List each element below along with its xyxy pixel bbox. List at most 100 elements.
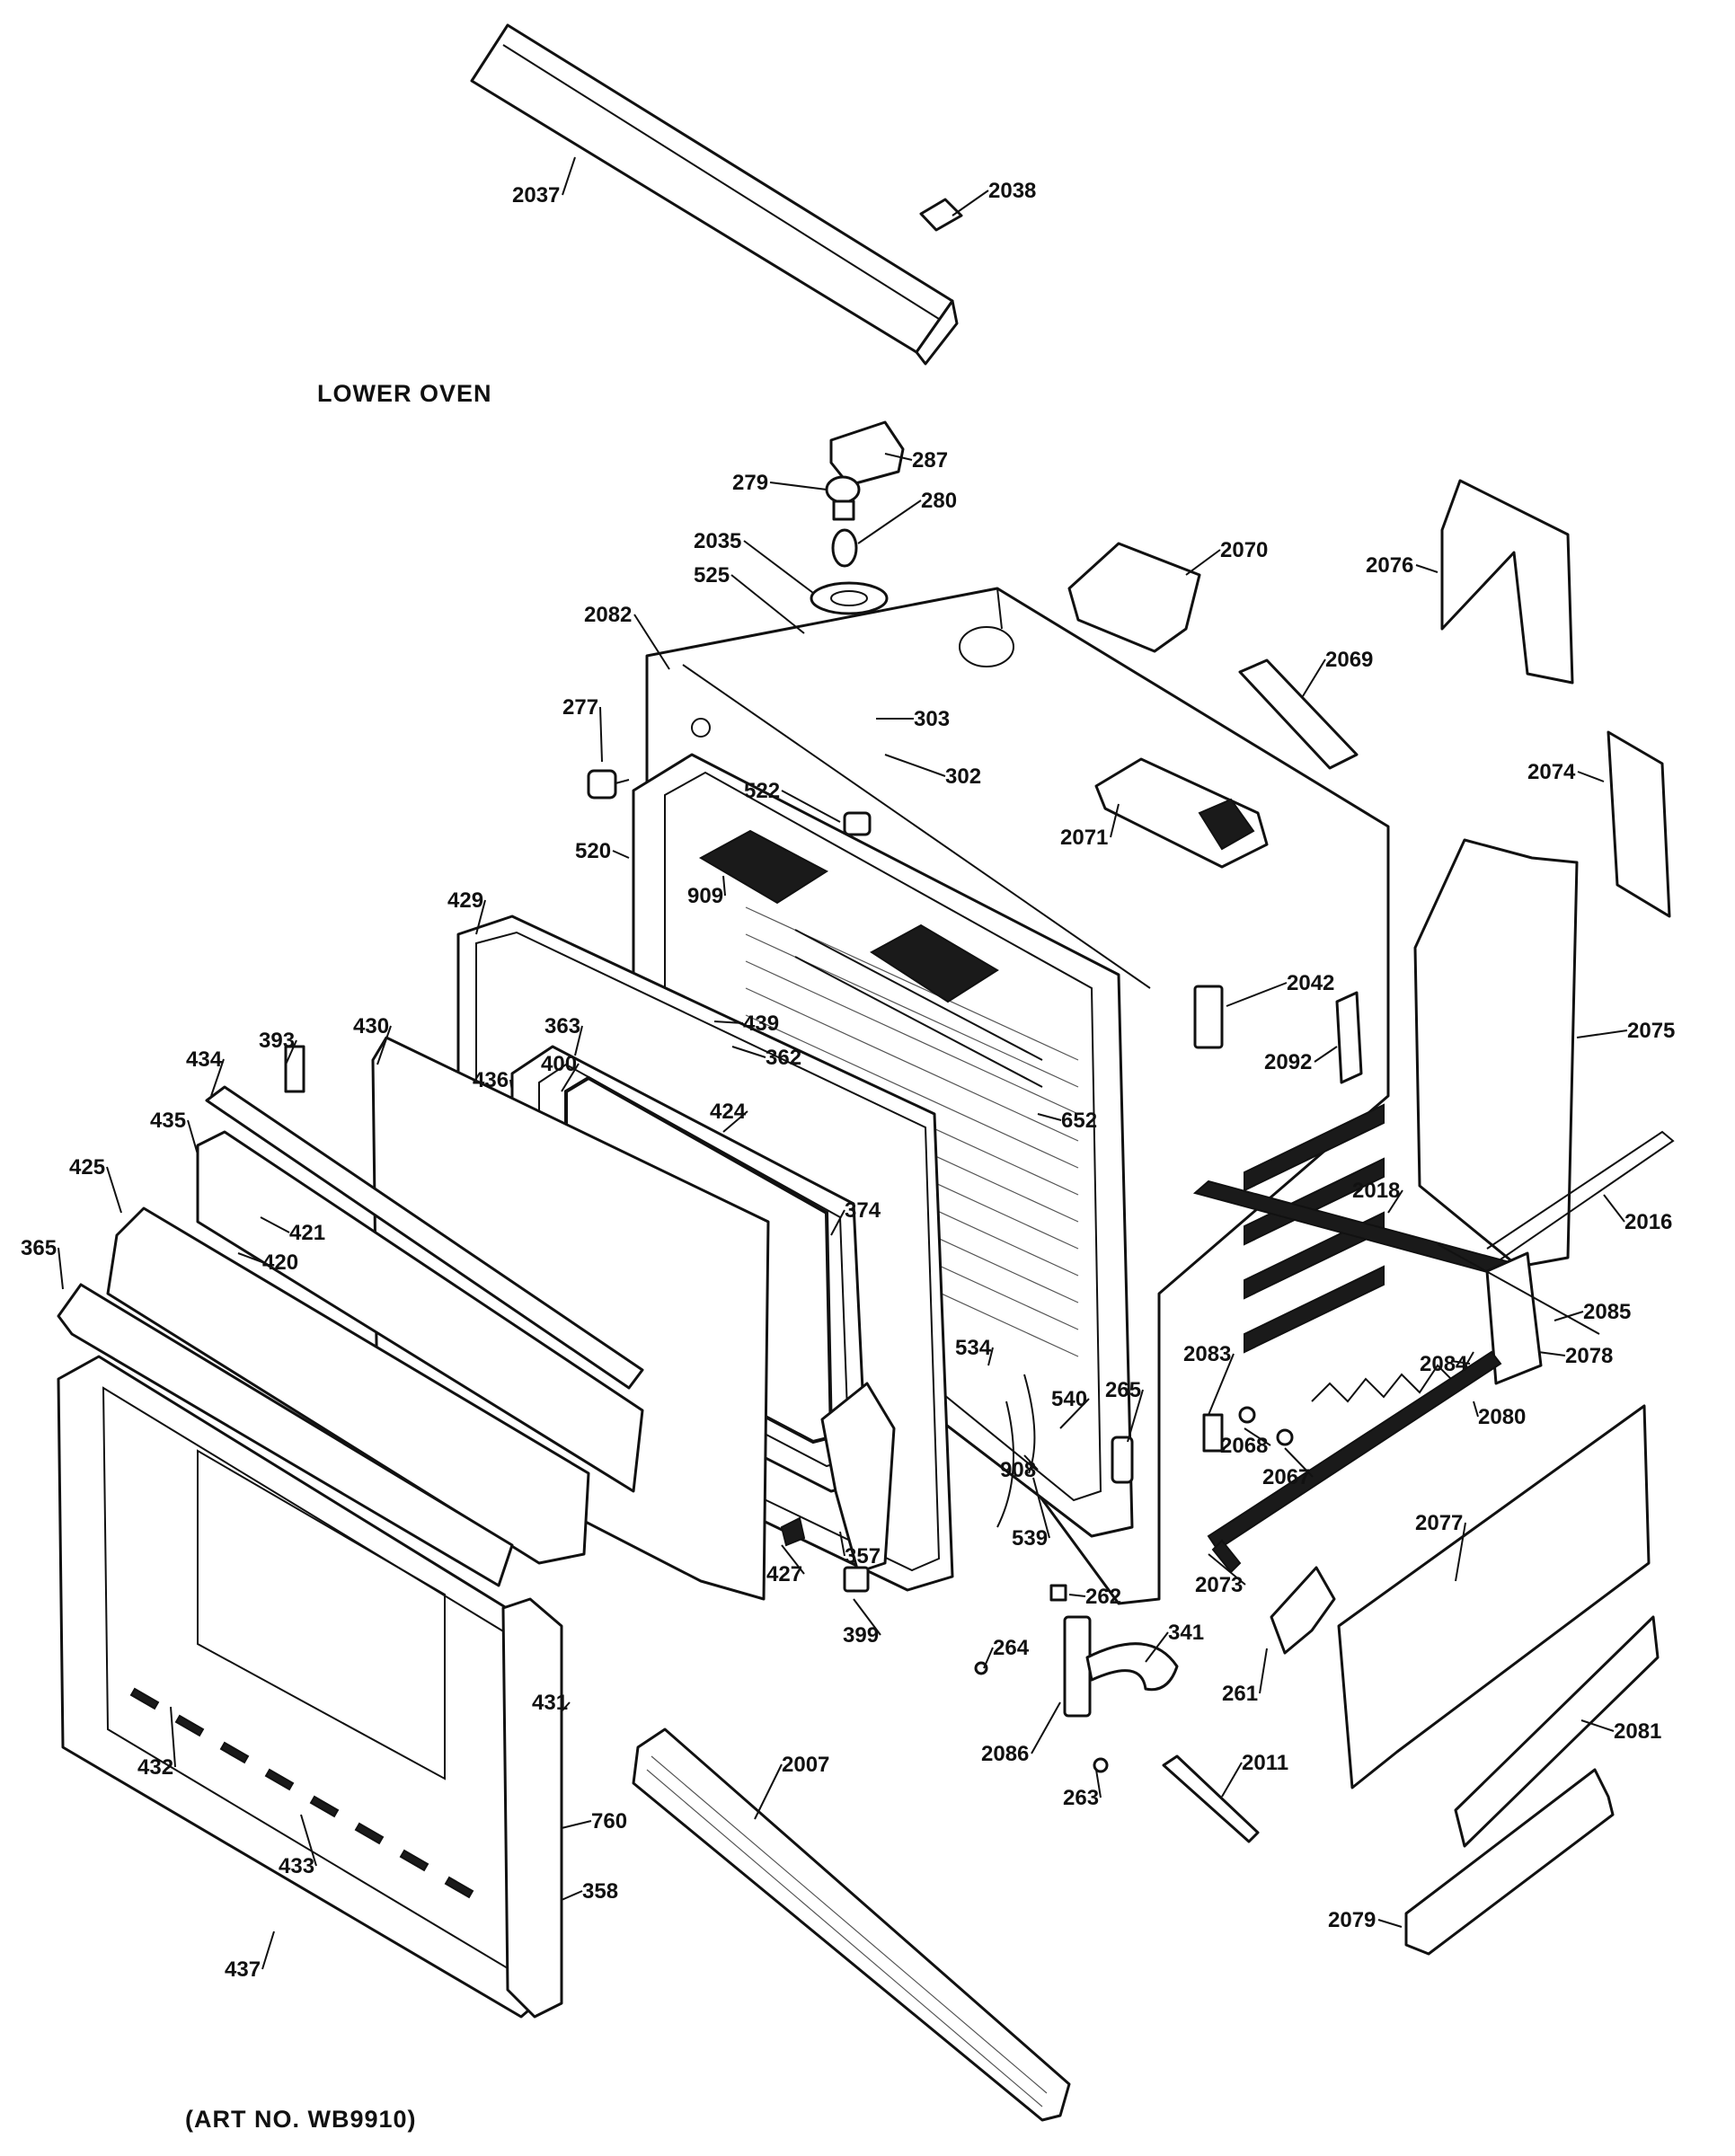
- leader-line-357: [839, 1531, 845, 1557]
- callout-label-520: 520: [575, 839, 611, 863]
- callout-leaders: [58, 156, 1628, 1970]
- callout-label-279: 279: [732, 471, 768, 495]
- leader-line-540: [1059, 1398, 1090, 1429]
- part-427: [780, 1516, 806, 1547]
- leader-line-525: [730, 574, 805, 634]
- callout-label-280: 280: [921, 489, 957, 513]
- callout-label-2011: 2011: [1242, 1751, 1288, 1775]
- callout-label-2070: 2070: [1220, 538, 1268, 562]
- callout-label-261: 261: [1222, 1682, 1258, 1706]
- door-window: [197, 1449, 446, 1780]
- block-2079: [1404, 1768, 1615, 1956]
- leader-line-365: [58, 1247, 64, 1290]
- latch-393: [284, 1045, 305, 1093]
- callout-label-2069: 2069: [1325, 648, 1373, 672]
- bracket-2070: [1067, 542, 1201, 653]
- leader-line-265: [1127, 1389, 1144, 1443]
- callout-label-2038: 2038: [988, 179, 1036, 203]
- leader-line-652: [1037, 1113, 1062, 1121]
- leader-line-262: [1068, 1594, 1086, 1597]
- leader-line-2067: [1284, 1447, 1314, 1478]
- callout-label-2068: 2068: [1220, 1434, 1268, 1458]
- callout-label-2086: 2086: [981, 1742, 1029, 1766]
- panel-2074: [1607, 730, 1671, 918]
- bracket-2042: [1193, 985, 1224, 1049]
- callout-label-421: 421: [289, 1221, 325, 1245]
- callout-label-2016: 2016: [1624, 1210, 1672, 1234]
- leader-line-2084: [1450, 1360, 1471, 1365]
- callout-label-277: 277: [562, 695, 598, 720]
- leader-line-280: [857, 499, 922, 544]
- leader-line-2085: [1554, 1311, 1584, 1321]
- part-2083: [1202, 1413, 1224, 1453]
- callout-label-262: 262: [1085, 1585, 1121, 1609]
- channel-433: [129, 1687, 474, 1899]
- leader-line-2076: [1415, 564, 1438, 573]
- art-number: (ART NO. WB9910): [185, 2106, 417, 2133]
- leader-line-434: [210, 1058, 225, 1097]
- leader-line-2069: [1302, 658, 1326, 697]
- leader-line-2080: [1473, 1401, 1479, 1418]
- leader-line-341: [1145, 1631, 1169, 1663]
- callout-label-760: 760: [591, 1809, 627, 1833]
- callout-label-2007: 2007: [782, 1753, 829, 1777]
- part-263: [1093, 1757, 1109, 1773]
- leader-line-2037: [562, 156, 576, 196]
- vent-plate-435: [196, 1130, 644, 1493]
- leader-line-358: [561, 1890, 583, 1901]
- callout-label-400: 400: [541, 1052, 577, 1076]
- spring-2084: [1311, 1351, 1474, 1403]
- callout-label-2079: 2079: [1328, 1908, 1376, 1932]
- callout-label-439: 439: [743, 1012, 779, 1036]
- leader-line-427: [781, 1544, 805, 1575]
- bar-2080: [1207, 1350, 1502, 1551]
- callout-label-2071: 2071: [1060, 826, 1108, 850]
- leader-line-399: [853, 1598, 881, 1636]
- shield-2076: [1440, 479, 1574, 685]
- callout-label-2078: 2078: [1565, 1344, 1613, 1368]
- leader-line-2035: [743, 540, 814, 594]
- callout-label-539: 539: [1012, 1526, 1048, 1551]
- leader-line-277: [599, 706, 603, 763]
- callout-label-429: 429: [447, 888, 483, 913]
- part-2068: [1238, 1406, 1256, 1424]
- ring-2035: [810, 581, 889, 615]
- callout-label-2073: 2073: [1195, 1573, 1243, 1597]
- leader-line-425: [106, 1166, 122, 1214]
- leader-line-429: [475, 899, 486, 935]
- leader-line-436: [509, 1079, 513, 1092]
- part-399: [843, 1566, 870, 1593]
- leader-line-2078: [1537, 1351, 1566, 1356]
- callout-label-2077: 2077: [1415, 1511, 1463, 1535]
- bracket-2092: [1335, 991, 1363, 1084]
- callout-label-265: 265: [1105, 1378, 1141, 1402]
- leader-line-522: [781, 790, 841, 823]
- wire-539: [1023, 1374, 1036, 1474]
- leader-line-539: [1032, 1477, 1050, 1539]
- leader-line-435: [187, 1119, 199, 1155]
- callout-label-2081: 2081: [1614, 1719, 1661, 1744]
- callout-label-908: 908: [1000, 1458, 1036, 1482]
- callout-label-263: 263: [1063, 1786, 1099, 1810]
- part-522: [843, 811, 872, 836]
- callout-label-2082: 2082: [584, 603, 632, 627]
- leader-line-2038: [952, 190, 989, 216]
- callout-label-374: 374: [845, 1198, 881, 1223]
- leader-line-420: [237, 1252, 263, 1263]
- clip-2038: [919, 198, 963, 232]
- callout-label-434: 434: [186, 1047, 223, 1072]
- part-262: [1049, 1584, 1067, 1602]
- callout-label-2018: 2018: [1352, 1179, 1400, 1203]
- callout-label-437: 437: [225, 1957, 261, 1982]
- channel-434: [205, 1085, 644, 1390]
- strip-2081: [1454, 1615, 1660, 1848]
- leader-line-302: [884, 754, 946, 777]
- callout-label-2080: 2080: [1478, 1405, 1526, 1429]
- leader-line-431: [561, 1701, 571, 1712]
- leader-line-2074: [1577, 771, 1605, 782]
- callout-label-2075: 2075: [1627, 1019, 1675, 1043]
- leader-line-433: [300, 1814, 317, 1867]
- handle-trim-365: [57, 1283, 514, 1587]
- clip-265: [1111, 1436, 1134, 1484]
- leader-line-362: [731, 1046, 766, 1058]
